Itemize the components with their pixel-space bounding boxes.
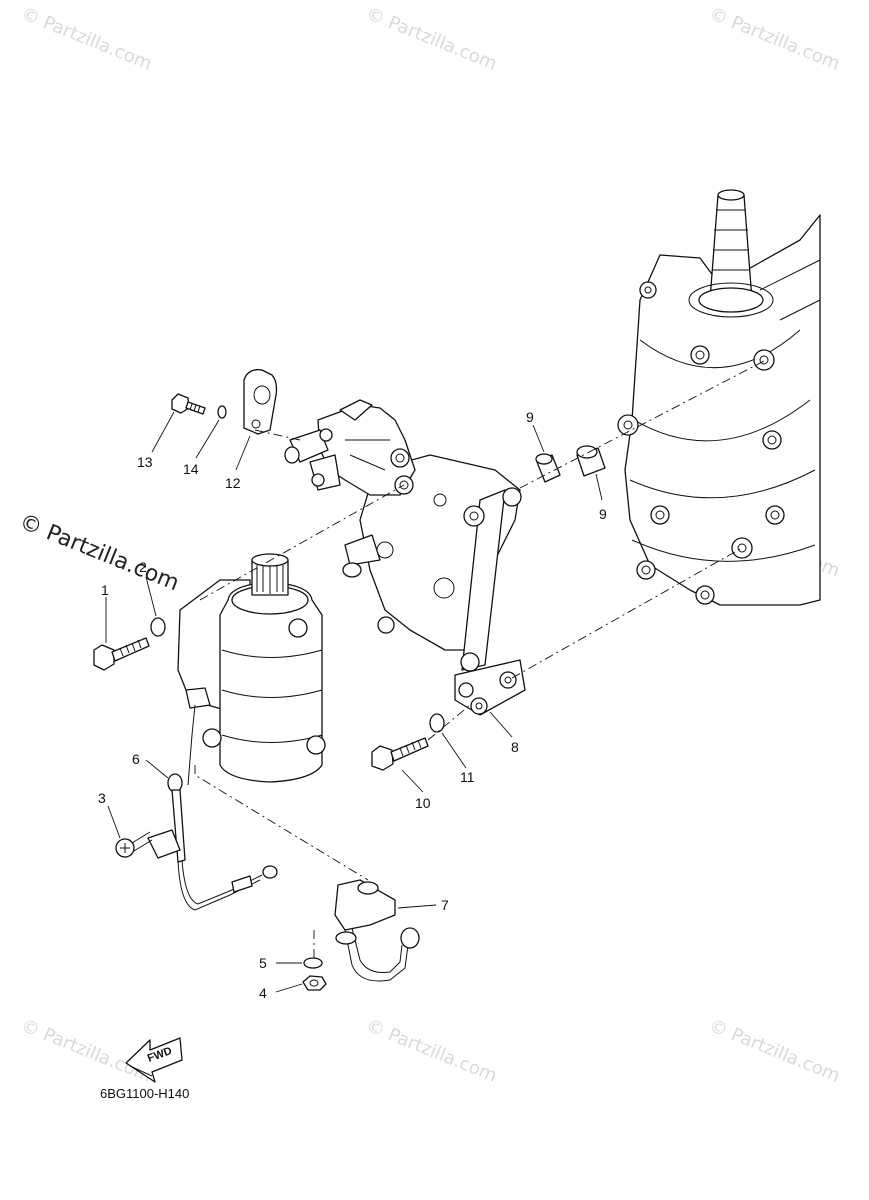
alignment-line-cable7 bbox=[194, 765, 369, 881]
part-2-washer bbox=[150, 617, 166, 637]
leader-9b bbox=[595, 473, 603, 501]
watermark-top-right: © Partzilla.com bbox=[706, 3, 843, 75]
leader-8 bbox=[489, 711, 513, 738]
part-14-washer bbox=[217, 405, 227, 419]
part-6-cable bbox=[147, 704, 278, 911]
part-3-screw bbox=[115, 831, 153, 858]
callout-2: 2 bbox=[139, 559, 147, 575]
leader-7 bbox=[397, 904, 437, 909]
diagram-reference-code: 6BG1100-H140 bbox=[100, 1086, 189, 1101]
watermark-bottom-left: © Partzilla.com bbox=[18, 1015, 155, 1087]
leader-4 bbox=[275, 983, 303, 993]
alignment-line-collars bbox=[519, 359, 767, 489]
part-9-collar-left bbox=[535, 453, 561, 483]
part-12-plate bbox=[243, 369, 278, 435]
fwd-arrow: FWD bbox=[125, 1037, 183, 1083]
leader-3 bbox=[107, 805, 121, 839]
leader-6 bbox=[145, 759, 169, 779]
alignment-line-bracket bbox=[199, 484, 405, 601]
starter-bracket bbox=[342, 454, 526, 716]
watermark-dark: © Partzilla.com bbox=[16, 509, 183, 596]
leader-10 bbox=[401, 769, 424, 793]
callout-9-upper: 9 bbox=[526, 409, 534, 425]
callout-6: 6 bbox=[132, 751, 140, 767]
alignment-line-upper bbox=[254, 429, 301, 441]
leader-12 bbox=[235, 435, 251, 471]
callout-8: 8 bbox=[511, 739, 519, 755]
alignment-line-lower bbox=[511, 547, 743, 679]
part-7-cable bbox=[334, 879, 420, 982]
part-13-bolt bbox=[171, 393, 206, 415]
callout-1: 1 bbox=[101, 582, 109, 598]
engine-block bbox=[617, 189, 821, 606]
leader-14 bbox=[195, 419, 220, 459]
callout-13: 13 bbox=[137, 454, 153, 470]
part-5-washer bbox=[303, 957, 323, 969]
leader-2 bbox=[145, 576, 157, 617]
callout-10: 10 bbox=[415, 795, 431, 811]
leader-9a bbox=[532, 424, 545, 453]
alignment-line-bolt10 bbox=[427, 704, 471, 741]
watermark-top-center: © Partzilla.com bbox=[363, 3, 500, 75]
callout-3: 3 bbox=[98, 790, 106, 806]
callout-11: 11 bbox=[460, 769, 475, 785]
callout-4: 4 bbox=[259, 985, 267, 1001]
callout-5: 5 bbox=[259, 955, 267, 971]
part-4-nut bbox=[302, 975, 327, 991]
watermark-top-left: © Partzilla.com bbox=[18, 3, 155, 75]
part-11-washer bbox=[429, 713, 445, 733]
watermark-bottom-right: © Partzilla.com bbox=[706, 1015, 843, 1087]
part-9-collar-right bbox=[576, 445, 606, 477]
callout-7: 7 bbox=[441, 897, 449, 913]
upper-bracket bbox=[284, 399, 416, 496]
callout-9-lower: 9 bbox=[599, 506, 607, 522]
part-10-bolt bbox=[371, 737, 429, 771]
callout-12: 12 bbox=[225, 475, 241, 491]
leader-11 bbox=[441, 732, 467, 769]
part-1-bolt bbox=[93, 637, 150, 671]
callout-14: 14 bbox=[183, 461, 199, 477]
leader-13 bbox=[151, 411, 175, 453]
starter-motor bbox=[177, 553, 326, 783]
watermark-bottom-center: © Partzilla.com bbox=[363, 1015, 500, 1087]
